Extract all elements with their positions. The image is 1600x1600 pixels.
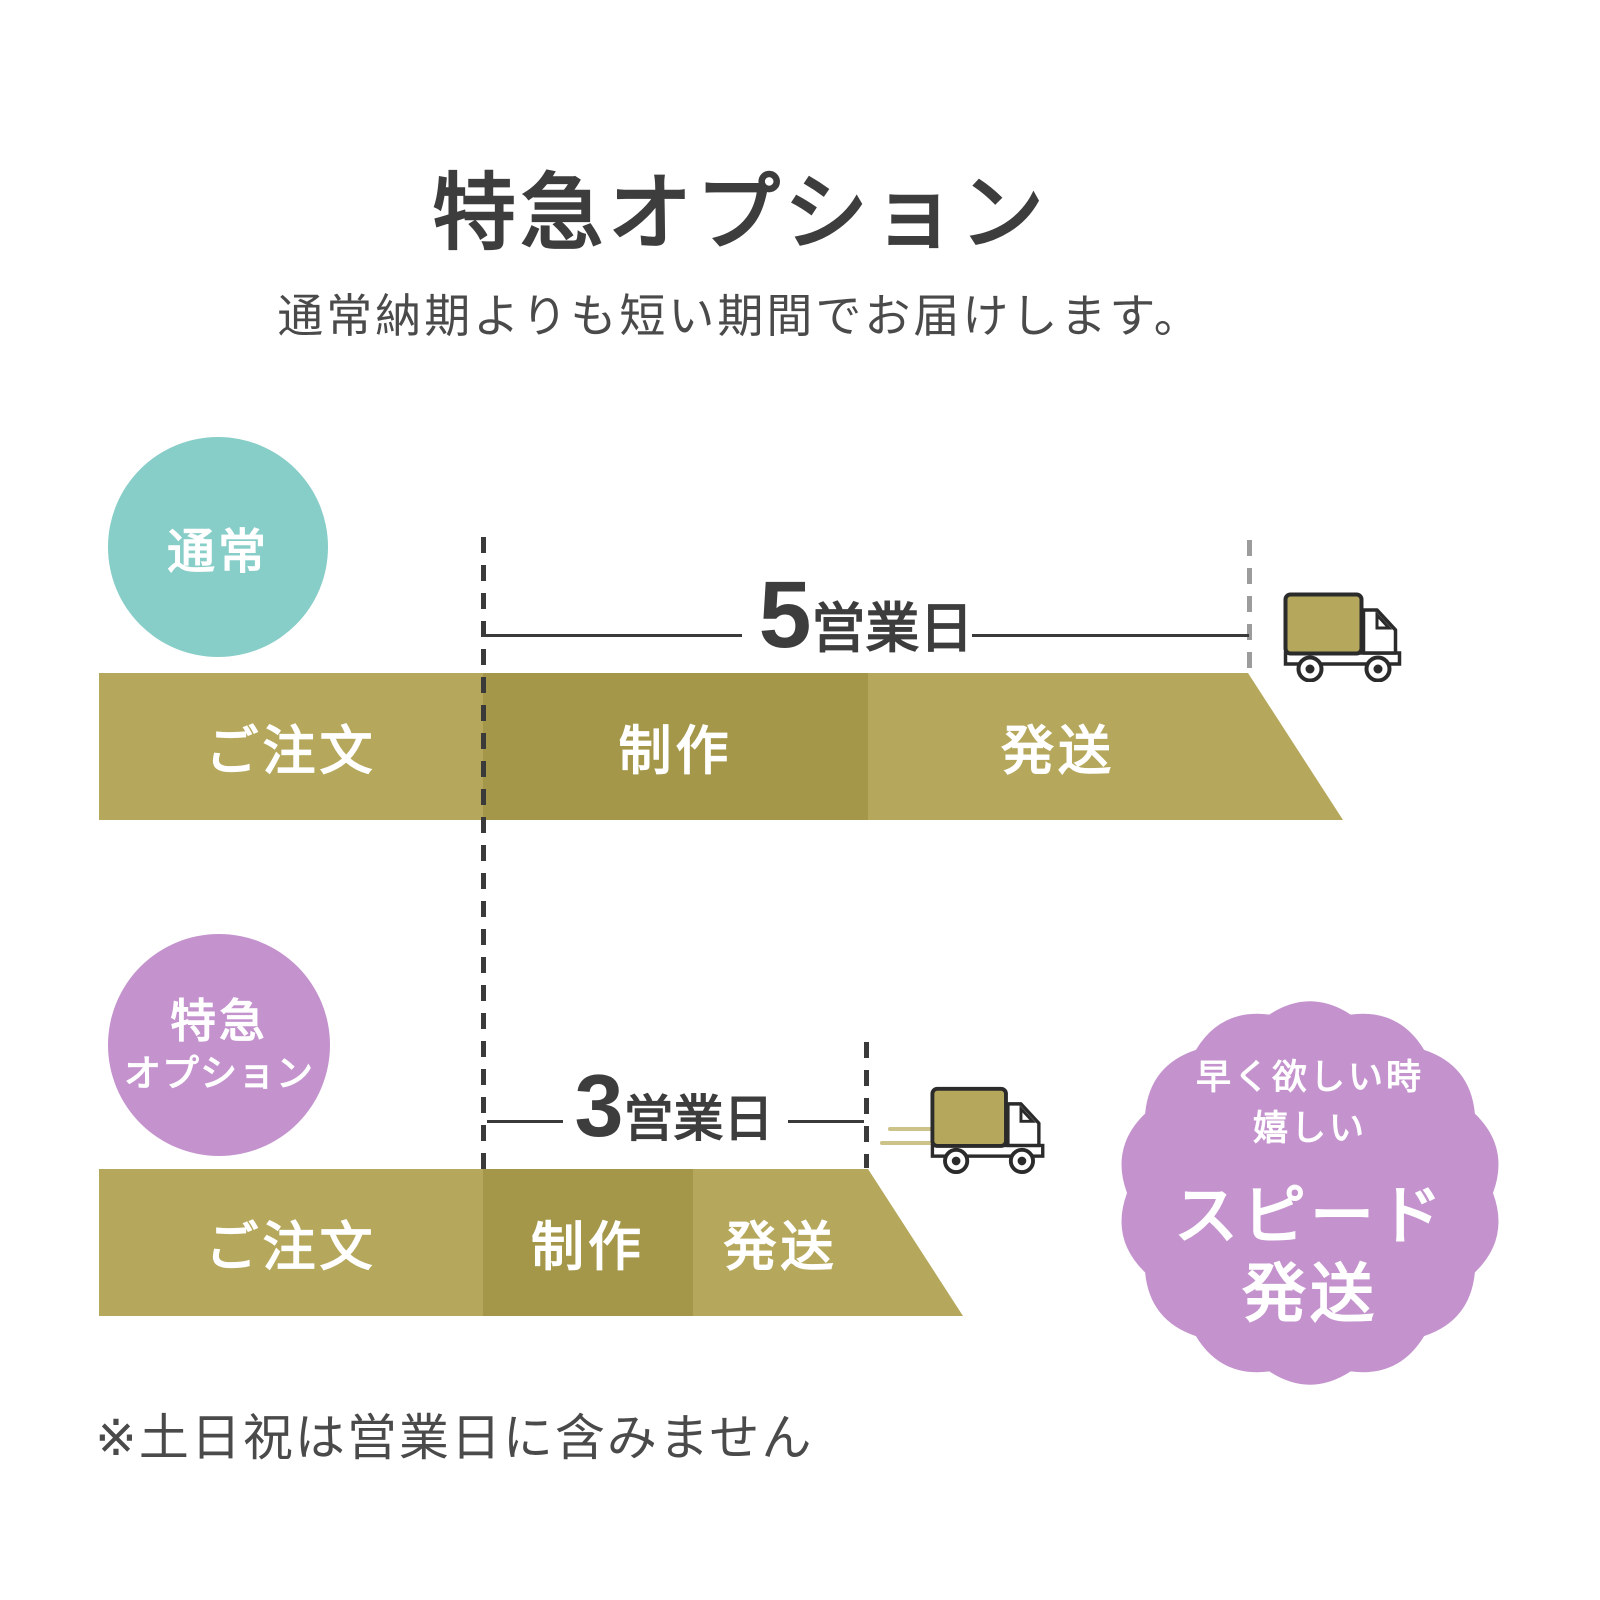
step-label: 発送: [1001, 721, 1115, 781]
badge-line1: 早く欲しい時: [1195, 1058, 1424, 1098]
speed-line: [888, 1127, 942, 1131]
express-step-production: 制作: [483, 1169, 693, 1316]
delivery-truck-fast-icon: [930, 1086, 1045, 1174]
normal-flow-label: 通常: [108, 437, 328, 657]
badge-line2: 嬉しい: [1252, 1108, 1367, 1148]
normal-step-production: 制作: [483, 673, 868, 820]
step-label: ご注文: [205, 1217, 377, 1277]
page-subtitle: 通常納期よりも短い期間でお届けします。: [277, 290, 1203, 342]
order-start-dashed-line: [481, 537, 486, 1317]
badge-line4: 発送: [1242, 1257, 1378, 1330]
speed-shipping-badge-text: 早く欲しい時 嬉しい スピード 発送: [1105, 988, 1515, 1398]
express-flow-label-line2: オプション: [124, 1052, 314, 1094]
duration-unit: 営業日: [811, 599, 974, 659]
step-label: 制作: [531, 1217, 645, 1277]
express-flow-label: 特急 オプション: [108, 934, 330, 1156]
step-label: ご注文: [205, 721, 377, 781]
normal-delivery-dashed-line: [1247, 540, 1252, 676]
step-label: 発送: [723, 1217, 838, 1277]
business-days-note: ※土日祝は営業日に含みません: [95, 1410, 814, 1466]
duration-number: 3: [574, 1056, 624, 1155]
duration-line-left: [484, 634, 742, 637]
normal-step-order: ご注文: [99, 673, 483, 820]
express-flow-label-line1: 特急: [170, 995, 268, 1048]
scalloped-seal-shape: [1121, 1001, 1499, 1385]
duration-line-right: [972, 634, 1249, 637]
express-step-shipping: 発送: [693, 1169, 963, 1316]
duration-line-left: [487, 1120, 563, 1123]
step-label: 制作: [618, 721, 733, 781]
speed-line: [880, 1141, 942, 1145]
express-step-order: ご注文: [99, 1169, 483, 1316]
duration-line-right: [788, 1120, 864, 1123]
duration-unit: 営業日: [623, 1091, 774, 1147]
page-title: 特急オプション: [431, 166, 1048, 260]
normal-step-shipping: 発送: [868, 673, 1343, 820]
speed-shipping-badge: 早く欲しい時 嬉しい スピード 発送: [1105, 988, 1515, 1398]
badge-line3: スピード: [1174, 1179, 1446, 1252]
express-delivery-dashed-line: [864, 1042, 869, 1168]
normal-flow-label-text: 通常: [166, 526, 269, 579]
duration-number: 5: [758, 562, 812, 668]
delivery-truck-icon: [1283, 592, 1402, 682]
